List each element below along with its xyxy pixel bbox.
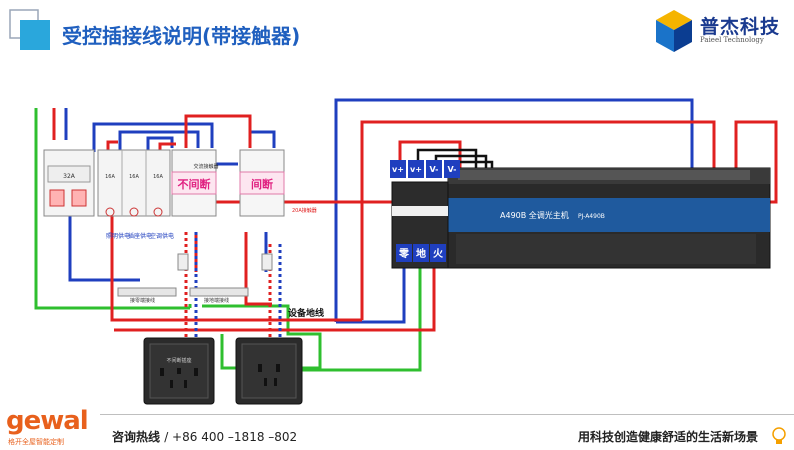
footer-brand-slogan: 格开全屋智能定制 bbox=[8, 438, 64, 446]
ground-wires bbox=[34, 108, 422, 372]
controller-terminals bbox=[458, 170, 750, 180]
contactor-interrupted: 间断 bbox=[239, 149, 285, 217]
circuit-label-1: 照明供电 bbox=[106, 232, 130, 240]
footer-divider bbox=[100, 414, 794, 415]
breaker-main-rating: 32A bbox=[63, 173, 76, 180]
brand-name: 普杰科技 bbox=[700, 16, 781, 38]
bar-label-ground: 接地端接线 bbox=[204, 297, 229, 304]
contactor-box-label: 20A接触器 bbox=[292, 207, 317, 214]
earth-terminal: 地 bbox=[416, 247, 426, 260]
v-minus-terminal-1: V- bbox=[430, 165, 439, 174]
power-terminals: 零 地 火 bbox=[396, 244, 446, 262]
controller-model: PJ-A490B bbox=[578, 213, 605, 220]
contactor-uninterrupted: 不间断 交流接触器 bbox=[171, 149, 219, 217]
brand-subtitle: Paieel Technology bbox=[700, 36, 764, 44]
wiring-diagram: 32A 16A 16A 16A 照明供电 插座供电 空调供电 不间断 交流接触器… bbox=[34, 98, 778, 405]
socket-tag: 不间断插座 bbox=[166, 357, 191, 364]
page-title: 受控插接线说明(带接触器) bbox=[62, 24, 301, 48]
relay-module bbox=[177, 253, 273, 271]
v-plus-terminal-2: v+ bbox=[410, 165, 422, 174]
uninterrupted-label: 不间断 bbox=[178, 177, 211, 191]
main-breaker: 32A bbox=[43, 149, 95, 217]
socket-uninterrupted: 不间断插座 bbox=[143, 337, 215, 405]
live-wires bbox=[52, 108, 778, 332]
hotline: 咨询热线 / +86 400 –1818 –802 bbox=[112, 428, 297, 445]
neutral-terminal: 零 bbox=[398, 247, 410, 260]
terminal-bar-ground: 接地端接线 bbox=[189, 287, 249, 304]
socket-interrupted bbox=[235, 337, 303, 405]
lightbulb-icon bbox=[772, 427, 786, 444]
title-decoration-icon bbox=[9, 9, 50, 50]
circuit-label-2: 插座供电 bbox=[128, 232, 152, 240]
branch-breakers: 16A 16A 16A bbox=[97, 149, 171, 217]
header: 受控插接线说明(带接触器) 普杰科技 Paieel Technology bbox=[0, 0, 794, 72]
circuit-label-3: 空调供电 bbox=[150, 232, 174, 240]
interrupted-label: 间断 bbox=[251, 177, 273, 191]
breaker-1-rating: 16A bbox=[105, 174, 115, 180]
hotline-label: 咨询热线 bbox=[112, 430, 161, 444]
breaker-3-rating: 16A bbox=[153, 174, 163, 180]
footer-brand: gewal bbox=[6, 406, 89, 436]
contactor-caption: 交流接触器 bbox=[193, 163, 218, 170]
controller-name: A490B 全调光主机 bbox=[500, 210, 569, 220]
v-plus-terminal-1: v+ bbox=[392, 165, 404, 174]
breaker-2-rating: 16A bbox=[129, 174, 139, 180]
brand-logo: 普杰科技 Paieel Technology bbox=[652, 8, 782, 54]
terminal-bar-neutral: 接零端接线 bbox=[117, 287, 177, 304]
footer-slogan: 用科技创造健康舒适的生活新场景 bbox=[578, 430, 759, 444]
v-minus-terminal-2: V- bbox=[448, 165, 457, 174]
equipment-ground-label: 设备地线 bbox=[288, 307, 324, 319]
live-terminal: 火 bbox=[433, 248, 444, 260]
circuit-labels: 照明供电 插座供电 空调供电 bbox=[106, 232, 174, 240]
neutral-wires bbox=[64, 98, 694, 324]
hotline-number: / +86 400 –1818 –802 bbox=[164, 430, 298, 444]
bar-label-neutral: 接零端接线 bbox=[130, 297, 155, 304]
brand-cube-icon bbox=[656, 10, 692, 52]
signal-terminals: v+ v+ V- V- bbox=[390, 160, 460, 178]
dimming-controller: A490B 全调光主机 PJ-A490B bbox=[447, 167, 771, 269]
